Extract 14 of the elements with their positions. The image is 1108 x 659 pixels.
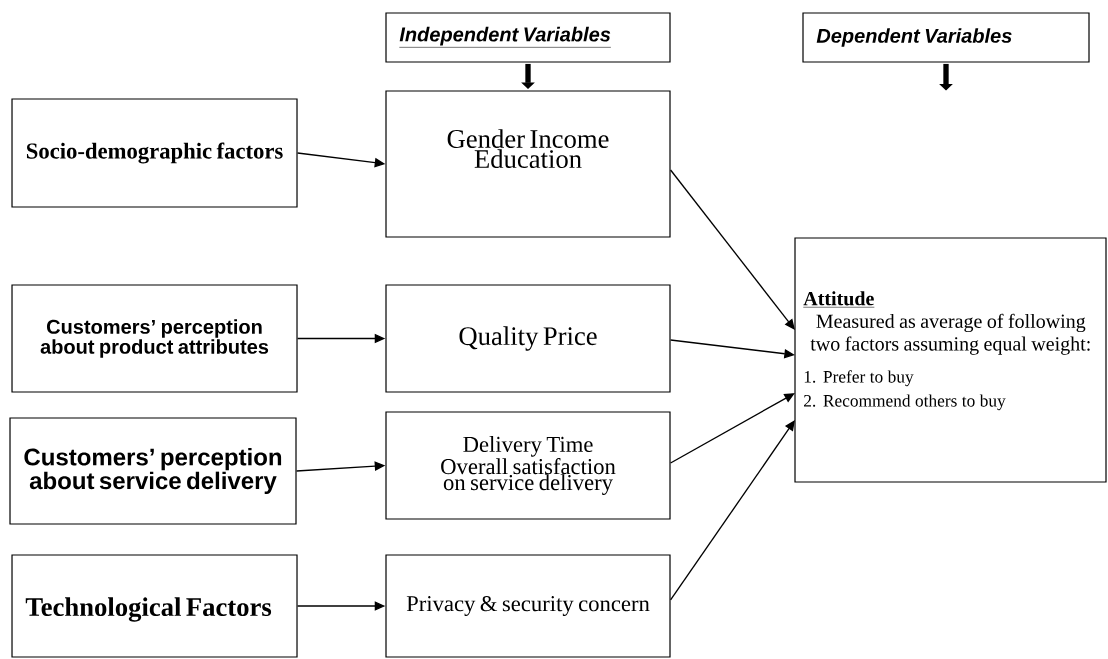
heading-box: Dependent Variables (802, 12, 1090, 63)
text-box: Socio-demographic factors (11, 98, 298, 208)
text-box: Delivery Time Overall satisfaction on service delivery (385, 411, 671, 520)
arrow (669, 393, 795, 464)
text-box: Customers’ perception about product attributes (11, 284, 298, 393)
text-box: Customers’ perception about service delivery (9, 417, 297, 525)
arrow (669, 420, 795, 601)
text-box: Technological Factors (11, 554, 298, 658)
attitude-box: Attitude Measured as average of following two factors assuming equal weight: 1. Prefer to buy 2. Recommend others to buy (794, 237, 1107, 483)
heading-box: Independent Variables (385, 12, 671, 63)
text-box: Gender Income Education (385, 90, 671, 238)
text-box: Privacy & security concern (385, 554, 671, 658)
arrow (669, 169, 795, 330)
text-box: Quality Price (385, 284, 671, 393)
